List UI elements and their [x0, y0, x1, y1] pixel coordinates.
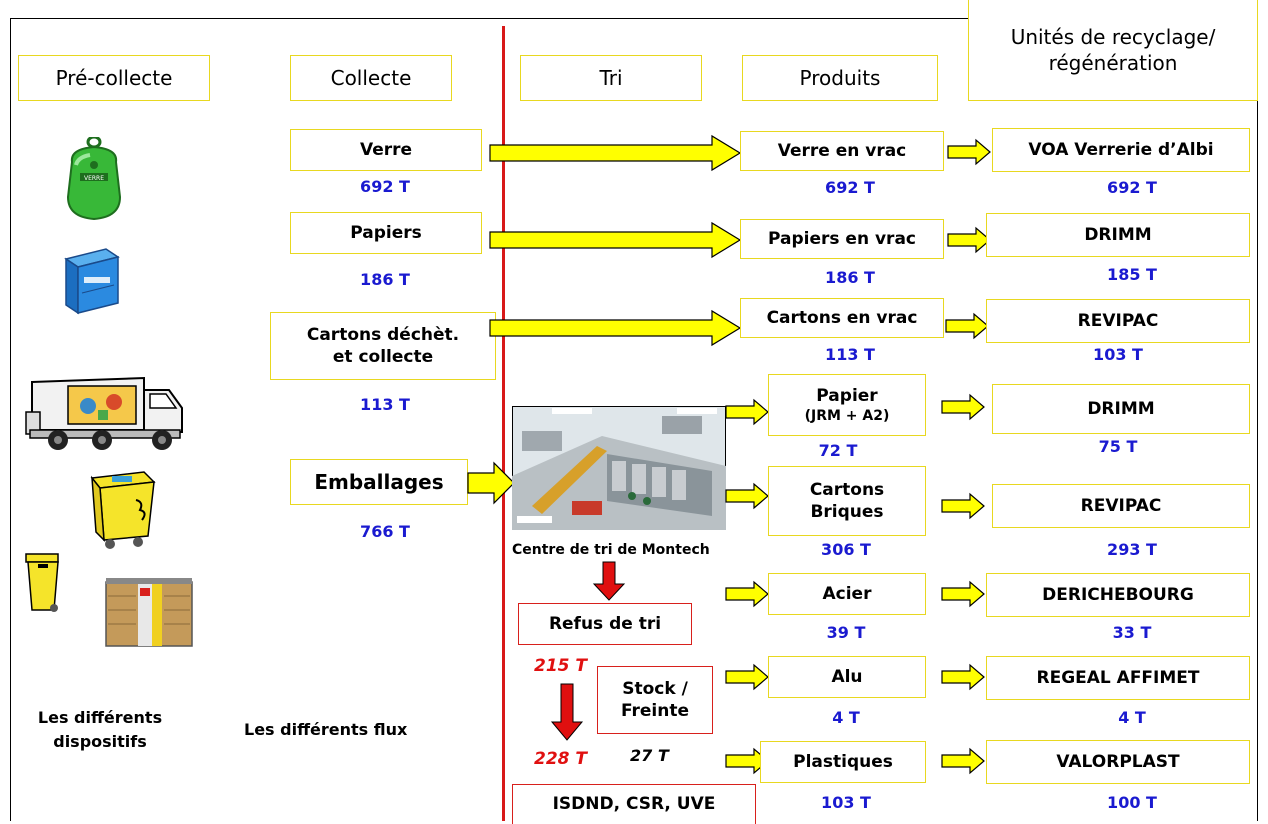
unite-derichebourg: DERICHEBOURG: [986, 573, 1250, 617]
arrow-alu-unite: [941, 663, 985, 691]
refus-tonnage: 215 T: [534, 656, 588, 676]
arrow-cartons: [489, 309, 742, 347]
collection-sorting-divider: [502, 26, 505, 821]
produit-papiers: Papiers en vrac: [740, 219, 944, 259]
arrow-acier-unite: [941, 580, 985, 608]
collecte-verre: Verre: [290, 129, 482, 171]
arrow-verre-unite: [947, 138, 991, 166]
collecte-emballages-tonnage: 766 T: [360, 522, 410, 541]
collecte-verre-tonnage: 692 T: [360, 177, 410, 196]
unite-drimm-2: DRIMM: [992, 384, 1250, 434]
stock-freinte-box: Stock /Freinte: [597, 666, 713, 734]
wooden-collection-point-icon: [105, 578, 193, 647]
flux-label: Les différents flux: [244, 720, 408, 739]
svg-text:VERRE: VERRE: [84, 175, 104, 182]
refus-de-tri-box: Refus de tri: [518, 603, 692, 645]
small-yellow-bin-icon: [25, 553, 59, 612]
produit-cartons: Cartons en vrac: [740, 298, 944, 338]
arrow-verre: [489, 134, 742, 172]
arrow-papier-unite: [941, 393, 985, 421]
unite-revipac-1: REVIPAC: [986, 299, 1250, 343]
red-arrow-final: [550, 683, 584, 741]
verre-container-icon: VERRE: [66, 137, 122, 221]
arrow-to-alu: [725, 663, 769, 691]
sorting-center-label: Centre de tri de Montech: [512, 542, 710, 558]
stock-tonnage: 27 T: [630, 746, 669, 765]
produit-papiers-tonnage: 186 T: [825, 268, 875, 287]
unite-revipac-1-tonnage: 103 T: [1093, 345, 1143, 364]
header-precollecte: Pré-collecte: [18, 55, 210, 101]
collecte-emballages: Emballages: [290, 459, 468, 505]
produit-papier: Papier(JRM + A2): [768, 374, 926, 436]
arrow-to-papier: [725, 398, 769, 426]
header-tri: Tri: [520, 55, 702, 101]
unite-voa: VOA Verrerie d’Albi: [992, 128, 1250, 172]
produit-verre-tonnage: 692 T: [825, 178, 875, 197]
unite-regeal: REGEAL AFFIMET: [986, 656, 1250, 700]
produit-plastiques: Plastiques: [760, 741, 926, 783]
produit-acier: Acier: [768, 573, 926, 615]
arrow-plastiques-unite: [941, 747, 985, 775]
header-collecte: Collecte: [290, 55, 452, 101]
collecte-papiers: Papiers: [290, 212, 482, 254]
yellow-wheelie-bin-icon: [90, 471, 156, 549]
arrow-to-cartons2: [725, 482, 769, 510]
produit-cartons-briques-tonnage: 306 T: [821, 540, 871, 559]
arrow-papiers-unite: [947, 226, 991, 254]
arrow-cartons2-unite: [941, 492, 985, 520]
isdnd-box: ISDND, CSR, UVE: [512, 784, 756, 824]
unite-drimm-1: DRIMM: [986, 213, 1250, 257]
slide-frame: [10, 18, 1258, 821]
header-unites: Unités de recyclage/régénération: [968, 0, 1258, 101]
produit-plastiques-tonnage: 103 T: [821, 793, 871, 812]
sorting-center-image: [512, 406, 726, 530]
unite-drimm-1-tonnage: 185 T: [1107, 265, 1157, 284]
arrow-to-acier: [725, 580, 769, 608]
garbage-truck-icon: [25, 376, 183, 450]
produit-alu: Alu: [768, 656, 926, 698]
final-refus-tonnage: 228 T: [534, 749, 588, 769]
unite-voa-tonnage: 692 T: [1107, 178, 1157, 197]
red-arrow-refus: [592, 561, 626, 601]
produit-alu-tonnage: 4 T: [832, 708, 860, 727]
produit-verre: Verre en vrac: [740, 131, 944, 171]
unite-revipac-2-tonnage: 293 T: [1107, 540, 1157, 559]
collecte-cartons-tonnage: 113 T: [360, 395, 410, 414]
arrow-cartons-unite: [945, 312, 989, 340]
produit-acier-tonnage: 39 T: [826, 623, 866, 642]
unite-drimm-2-tonnage: 75 T: [1098, 437, 1138, 456]
collecte-papiers-tonnage: 186 T: [360, 270, 410, 289]
arrow-papiers: [489, 221, 742, 259]
unite-regeal-tonnage: 4 T: [1118, 708, 1146, 727]
produit-papier-tonnage: 72 T: [818, 441, 858, 460]
unite-valorplast: VALORPLAST: [986, 740, 1250, 784]
arrow-emballages: [467, 461, 515, 505]
unite-valorplast-tonnage: 100 T: [1107, 793, 1157, 812]
collecte-cartons: Cartons déchèt.et collecte: [270, 312, 496, 380]
paper-container-icon: [64, 248, 120, 315]
header-produits: Produits: [742, 55, 938, 101]
produit-cartons-tonnage: 113 T: [825, 345, 875, 364]
unite-derichebourg-tonnage: 33 T: [1112, 623, 1152, 642]
unite-revipac-2: REVIPAC: [992, 484, 1250, 528]
